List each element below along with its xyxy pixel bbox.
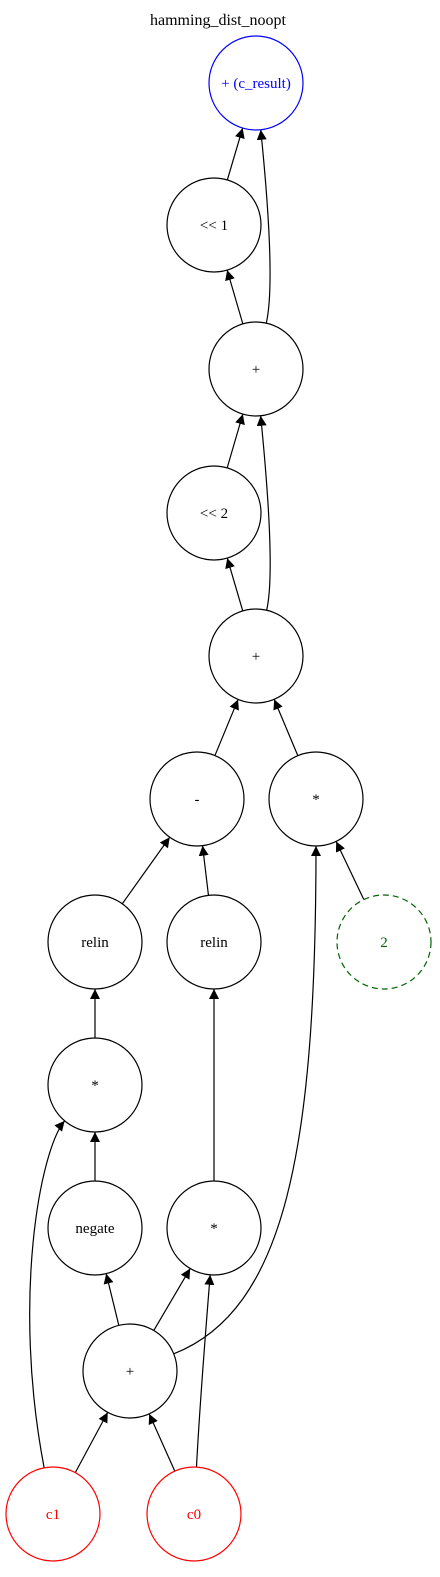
node-add0-label: + bbox=[126, 1364, 134, 1380]
edge-add0-to-mul2 bbox=[173, 845, 321, 1355]
edge-c0-to-mul3 bbox=[195, 1274, 215, 1468]
edge-relin1-to-sub bbox=[121, 836, 171, 905]
node-relin2: relin bbox=[166, 894, 262, 990]
edge-c1-to-add0 bbox=[74, 1412, 109, 1473]
node-shl2-circle bbox=[166, 465, 262, 561]
edge-mul2-to-add1 bbox=[273, 699, 299, 756]
node-mul3-label: * bbox=[210, 1221, 218, 1237]
node-add2-circle bbox=[208, 321, 304, 417]
edge-relin2-to-sub bbox=[198, 845, 210, 896]
node-add0: + bbox=[82, 1323, 178, 1419]
node-shl1-label: << 1 bbox=[200, 218, 228, 234]
node-relin1-label: relin bbox=[81, 935, 109, 951]
node-const2-circle bbox=[336, 894, 432, 990]
node-shl2: << 2 bbox=[166, 465, 262, 561]
node-mul1: * bbox=[47, 1037, 143, 1133]
node-const2: 2 bbox=[336, 894, 432, 990]
node-relin1: relin bbox=[47, 894, 143, 990]
node-result-label: + (c_result) bbox=[221, 76, 291, 92]
edge-add2-to-result bbox=[256, 129, 271, 324]
edge-add2-to-shl1 bbox=[225, 269, 244, 325]
graph-nodes: + (c_result) << 1 + << 2 + - * relin relin 2 * nega… bbox=[5, 35, 432, 1562]
node-add0-circle bbox=[82, 1323, 178, 1419]
node-mul3-circle bbox=[166, 1180, 262, 1276]
node-relin2-circle bbox=[166, 894, 262, 990]
edge-c0-to-add0 bbox=[148, 1413, 176, 1472]
node-negate-circle bbox=[47, 1180, 143, 1276]
node-negate: negate bbox=[47, 1180, 143, 1276]
node-mul1-label: * bbox=[91, 1078, 99, 1094]
node-c1-circle bbox=[5, 1466, 101, 1562]
node-add2: + bbox=[208, 321, 304, 417]
node-c0-label: c0 bbox=[187, 1507, 201, 1523]
node-shl1: << 1 bbox=[166, 177, 262, 273]
node-mul3: * bbox=[166, 1180, 262, 1276]
node-negate-label: negate bbox=[75, 1221, 114, 1237]
edge-sub-to-add1 bbox=[214, 699, 239, 756]
edge-const2-to-mul2 bbox=[335, 841, 365, 900]
node-c1: c1 bbox=[5, 1466, 101, 1562]
node-const2-label: 2 bbox=[380, 935, 388, 951]
node-add1-label: + bbox=[252, 649, 260, 665]
edge-add1-to-add2 bbox=[256, 415, 271, 611]
edge-add0-to-negate bbox=[103, 1273, 120, 1326]
edge-c1-to-mul1 bbox=[29, 1120, 66, 1468]
edge-add0-to-mul3 bbox=[153, 1268, 191, 1331]
node-relin1-circle bbox=[47, 894, 143, 990]
node-c0-circle bbox=[146, 1466, 242, 1562]
node-sub-label: - bbox=[195, 792, 200, 808]
node-mul1-circle bbox=[47, 1037, 143, 1133]
node-sub: - bbox=[149, 751, 245, 847]
node-add1-circle bbox=[208, 608, 304, 704]
node-add2-label: + bbox=[252, 362, 260, 378]
node-mul2: * bbox=[268, 751, 364, 847]
node-c0: c0 bbox=[146, 1466, 242, 1562]
graph-edges bbox=[29, 127, 365, 1473]
node-result-circle bbox=[208, 35, 304, 131]
node-shl2-label: << 2 bbox=[200, 506, 228, 522]
node-result: + (c_result) bbox=[208, 35, 304, 131]
edge-shl2-to-add2 bbox=[226, 413, 245, 469]
edge-shl1-to-result bbox=[226, 127, 245, 181]
node-shl1-circle bbox=[166, 177, 262, 273]
node-c1-label: c1 bbox=[46, 1507, 60, 1523]
node-relin2-label: relin bbox=[200, 935, 228, 951]
edge-add1-to-shl2 bbox=[225, 557, 244, 612]
node-mul2-circle bbox=[268, 751, 364, 847]
node-add1: + bbox=[208, 608, 304, 704]
node-mul2-label: * bbox=[312, 792, 320, 808]
node-sub-circle bbox=[149, 751, 245, 847]
graph-title: hamming_dist_noopt bbox=[150, 12, 287, 29]
